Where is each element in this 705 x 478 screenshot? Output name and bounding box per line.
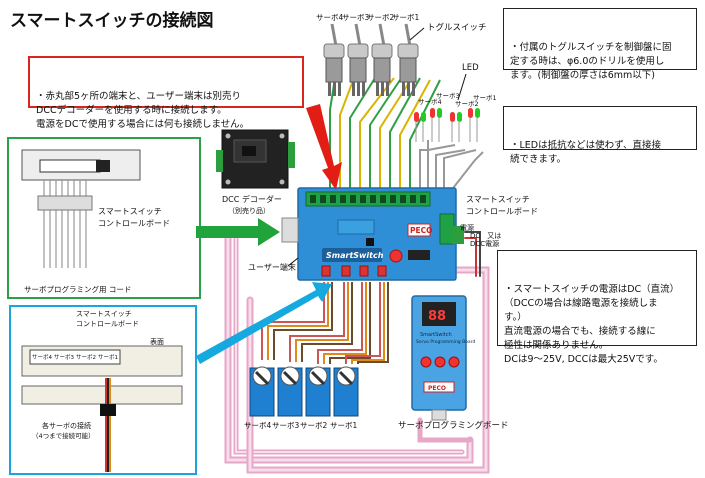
prog-brand: SmartSwitch <box>420 332 452 338</box>
control-board: PECO SmartSwitch <box>281 187 464 281</box>
led-servo-label-2: サーボ2 <box>455 100 479 108</box>
power-label-1: 電源 <box>460 223 474 232</box>
toggle-switches <box>323 23 419 96</box>
servo-bottom-label-4: サーボ4 <box>244 421 271 430</box>
prog-board-label: サーボプログラミングボード <box>398 420 509 431</box>
servo-4 <box>249 366 275 417</box>
toggle-switch-3 <box>347 23 369 96</box>
inset2-pin-3: サーボ3 <box>54 353 75 361</box>
inset2-pin-2: サーボ2 <box>76 353 96 361</box>
dcc-decoder-board: DCC デコーダー （別売り品） <box>216 129 295 215</box>
power-note: ・スマートスイッチの電源はDC（直流）（DCCの場合は線路電源を接続します。）直… <box>497 250 697 365</box>
inset2-top-1: スマートスイッチ <box>76 310 132 318</box>
control-board-label-2: コントロールボード <box>466 207 538 216</box>
servo-bottom-labels: サーボ4 サーボ3 サーボ2 サーボ1 <box>244 421 357 430</box>
page-title: スマートスイッチの接続図 <box>10 11 214 31</box>
prog-display: 88 <box>428 309 446 324</box>
servo-programming-board: 88 SmartSwitch Servo Programming Board P… <box>398 295 509 431</box>
servo-2 <box>305 366 331 417</box>
power-label: 電源 DC 又は DCC電源 <box>460 223 501 248</box>
inset2-pin-1: サーボ1 <box>98 353 118 361</box>
toggle-label-3: サーボ3 <box>342 13 369 22</box>
led-servo-label-3: サーボ3 <box>436 92 460 100</box>
inset-cable-box: スマートスイッチ コントロールボード サーボプログラミング用 コード <box>7 137 201 299</box>
servos <box>249 366 359 417</box>
user-terminal-label: ユーザー端末 <box>248 262 296 272</box>
led-note: ・LEDは抵抗などは使わず、直接接続できます。 <box>503 106 697 165</box>
control-board-label-1: スマートスイッチ <box>466 195 530 204</box>
led-servo-label-1: サーボ1 <box>473 94 497 102</box>
servo-bottom-label-1: サーボ1 <box>330 421 357 430</box>
servo-1 <box>333 366 359 417</box>
control-board-label: スマートスイッチ コントロールボード <box>466 195 538 216</box>
inset2-connect-sub: （4つまで接続可能） <box>32 431 95 440</box>
inset1-label-1: スマートスイッチ <box>98 207 162 216</box>
inset1-cable-label: サーボプログラミング用 コード <box>24 284 131 294</box>
dcc-decoder-sub-label: （別売り品） <box>228 206 270 215</box>
toggle-note: ・付属のトグルスイッチを制御盤に固定する時は、φ6.0のドリルを使用します。(制… <box>503 8 697 81</box>
power-label-3: DCC電源 <box>470 239 499 248</box>
inset-servo-box: スマートスイッチ コントロールボード 表面 裏面 サーボ4 サーボ3 サーボ2 … <box>9 305 197 475</box>
inset2-connect-label: 各サーボの接続 <box>42 421 91 430</box>
prog-brand-sub: Servo Programming Board <box>416 339 475 345</box>
led-servo-label-4: サーボ4 <box>418 98 442 106</box>
servo-3 <box>277 366 303 417</box>
inset2-top-2: コントロールボード <box>76 320 139 328</box>
servo-cables <box>261 282 389 364</box>
toggle-switch-2 <box>371 23 393 96</box>
led-label: LED <box>462 63 479 73</box>
inset2-pin-4: サーボ4 <box>32 353 53 361</box>
board-peco-logo: PECO <box>410 226 433 235</box>
toggle-switch-4 <box>323 23 345 96</box>
toggle-label-1: サーボ1 <box>392 13 419 22</box>
toggle-label-4: サーボ4 <box>316 13 343 22</box>
dcc-decoder-label: DCC デコーダー <box>222 194 282 204</box>
prog-peco-logo: PECO <box>428 385 446 392</box>
power-label-2: DC 又は <box>470 232 501 240</box>
toggle-switch-label: トグルスイッチ <box>427 22 487 33</box>
servo-bottom-label-3: サーボ3 <box>272 421 299 430</box>
inset1-label-2: コントロールボード <box>98 219 170 228</box>
leds: LED サーボ4 サーボ3 サーボ2 サーボ1 <box>414 63 497 142</box>
toggle-label-2: サーボ2 <box>367 13 394 22</box>
board-brand: SmartSwitch <box>326 251 384 260</box>
cyan-arrow <box>196 282 332 364</box>
toggle-switch-1 <box>397 23 419 96</box>
green-arrow <box>196 218 280 246</box>
toggle-labels: サーボ4 サーボ3 サーボ2 サーボ1 トグルスイッチ <box>316 13 487 33</box>
inset2-front-label: 表面 <box>150 337 164 346</box>
servo-bottom-label-2: サーボ2 <box>300 421 327 430</box>
red-arrow <box>306 104 342 190</box>
